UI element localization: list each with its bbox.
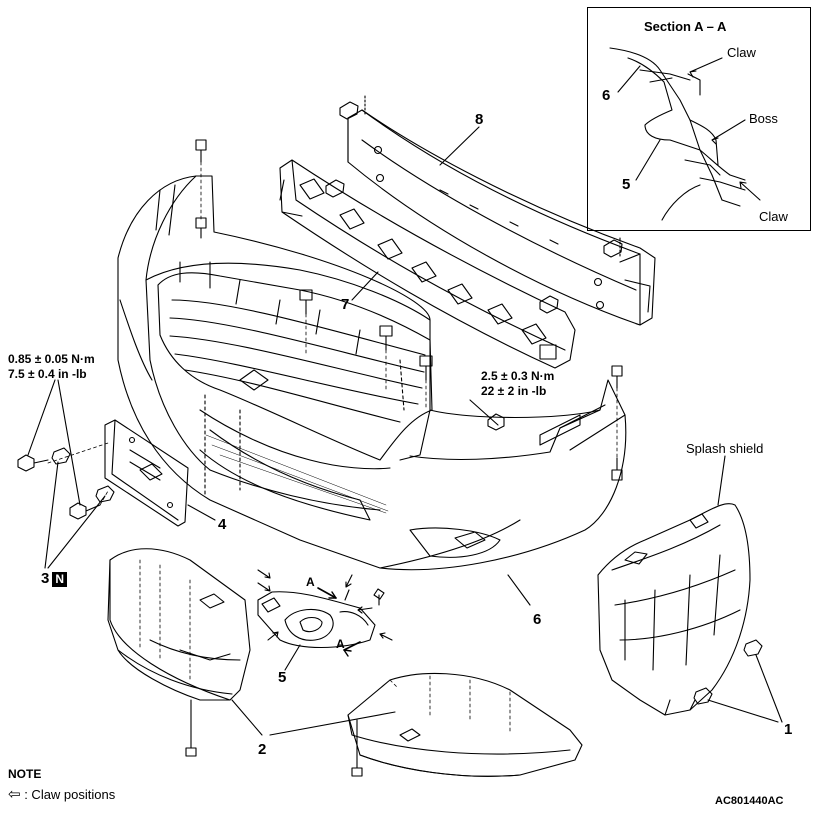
leader-2: [231, 699, 396, 736]
leader-5: [284, 644, 301, 671]
leader-3: [44, 461, 106, 569]
callout-6: 6: [533, 611, 542, 628]
leader-torque-left: [27, 379, 81, 506]
torque-left-metric: 0.85 ± 0.05 N·m: [8, 352, 95, 366]
torque-spec-center: 2.5 ± 0.3 N·m 22 ± 2 in -lb: [481, 369, 554, 399]
bracket-fasteners: [17, 442, 115, 520]
section-boss-label: Boss: [749, 111, 778, 126]
new-part-badge: N: [52, 572, 68, 587]
section-part-6-number: 6: [602, 87, 611, 104]
energy-absorber: [279, 159, 576, 369]
leader-8: [439, 126, 480, 166]
fog-screw: [373, 588, 385, 606]
section-marker-a-top: A: [306, 575, 315, 589]
under-cover-screws: [185, 699, 363, 777]
note-title: NOTE: [8, 767, 42, 781]
callout-5: 5: [278, 669, 287, 686]
leader-torque-center: [469, 399, 499, 426]
leader-4: [187, 504, 216, 521]
radiator-grille: [157, 261, 433, 496]
front-bumper-fascia: [117, 175, 627, 571]
claw-arrow-icon: ⇦: [8, 785, 21, 803]
callout-8: 8: [475, 111, 484, 128]
splash-shield: [597, 503, 751, 716]
section-claw-top-label: Claw: [727, 45, 756, 60]
figure-code: AC801440AC: [715, 795, 784, 807]
section-a-markers: [317, 587, 361, 657]
under-cover-right: [347, 672, 583, 777]
under-cover-left: [107, 548, 251, 701]
note-text: : Claw positions: [24, 787, 116, 802]
leader-6: [507, 574, 531, 606]
torque-spec-left: 0.85 ± 0.05 N·m 7.5 ± 0.4 in -lb: [8, 352, 95, 382]
section-aa-inset: [587, 7, 811, 231]
note-legend: ⇦ : Claw positions: [8, 787, 115, 802]
section-aa-drawing: [609, 47, 746, 221]
section-claw-bottom-label: Claw: [759, 209, 788, 224]
torque-center-metric: 2.5 ± 0.3 N·m: [481, 369, 555, 383]
section-marker-a-bottom: A: [336, 637, 345, 651]
leader-splash-shield: [717, 455, 726, 506]
callout-7: 7: [341, 296, 350, 313]
section-leaders: [617, 57, 761, 201]
bumper-reinforcement: [347, 109, 656, 326]
section-part-5-number: 5: [622, 176, 631, 193]
callout-1: 1: [784, 721, 793, 738]
torque-left-imperial: 7.5 ± 0.4 in -lb: [8, 367, 87, 381]
splash-shield-clips: [693, 639, 763, 705]
license-plate-bracket: [104, 419, 189, 527]
torque-center-imperial: 22 ± 2 in -lb: [481, 384, 547, 398]
callout-2: 2: [258, 741, 267, 758]
leader-1: [707, 654, 783, 723]
fascia-screws: [195, 139, 623, 481]
section-title: Section A – A: [644, 19, 727, 34]
fog-lamp-cover: [257, 589, 376, 649]
splash-shield-label: Splash shield: [686, 441, 764, 456]
leader-7: [351, 271, 379, 301]
callout-4: 4: [218, 516, 227, 533]
